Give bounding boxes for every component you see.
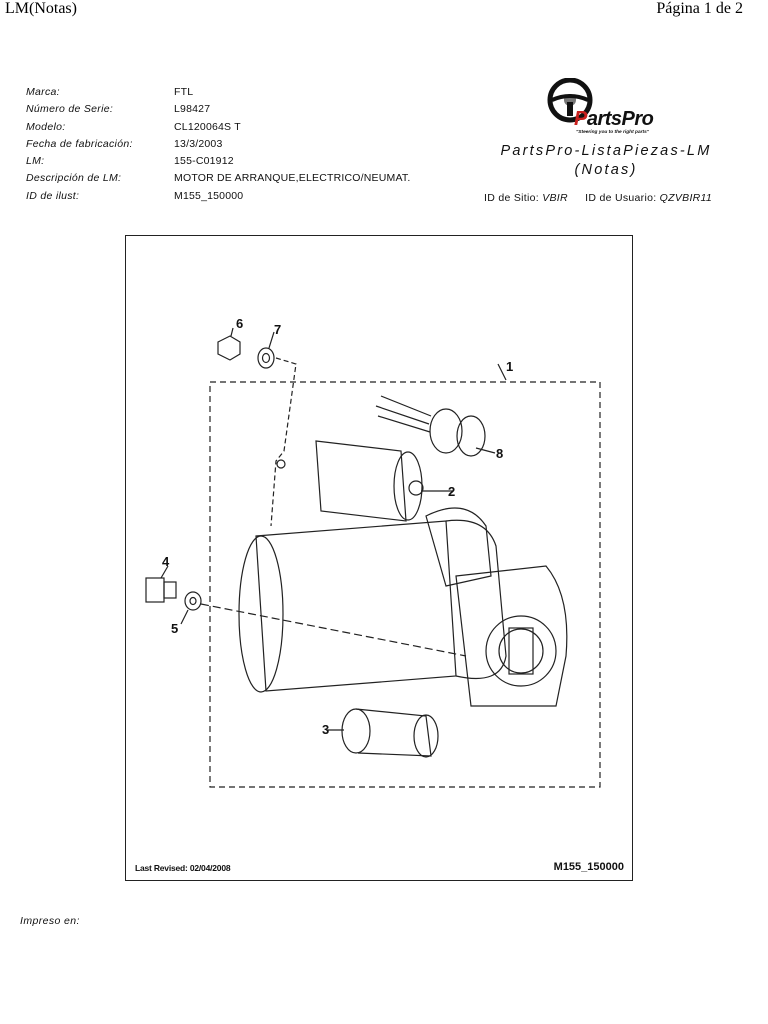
meta-label: LM: — [26, 155, 45, 168]
meta-label: Marca: — [26, 86, 60, 98]
title-line-2: (Notas) — [574, 162, 638, 178]
illustration-id: M155_150000 — [553, 861, 624, 873]
meta-label: Número de Serie: — [26, 103, 114, 116]
parts-illustration: 6 7 1 8 2 3 4 5 Last Revised: 02/04/2008… — [125, 235, 633, 881]
logo-word-rest: artsPro — [586, 108, 654, 130]
meta-label: ID de ilust: — [26, 189, 80, 202]
meta-value: 13/3/2003 — [174, 137, 223, 150]
meta-row-fecha: Fecha de fabricación: 13/3/2003 — [26, 138, 410, 155]
logo-tagline: "Steering you to the right parts" — [576, 130, 650, 135]
user-id-label: ID de Usuario: — [585, 192, 657, 204]
meta-row-modelo: Modelo: CL120064S T — [26, 121, 410, 138]
callout-7: 7 — [274, 322, 281, 337]
callout-3: 3 — [322, 722, 329, 737]
meta-row-ilust: ID de ilust: M155_150000 — [26, 190, 410, 207]
metadata-table: Marca: FTL Número de Serie: L98427 Model… — [26, 86, 410, 207]
meta-row-descripcion: Descripción de LM: MOTOR DE ARRANQUE,ELE… — [26, 172, 410, 189]
callout-8: 8 — [496, 446, 503, 461]
page-header-title: LM(Notas) — [5, 0, 77, 17]
meta-value: MOTOR DE ARRANQUE,ELECTRICO/NEUMAT. — [174, 172, 411, 185]
logo-wordmark: PartsPro — [574, 108, 654, 131]
meta-row-marca: Marca: FTL — [26, 86, 410, 103]
site-id-label: ID de Sitio: — [484, 192, 539, 204]
meta-label: Modelo: — [26, 120, 66, 133]
document-title: PartsPro-ListaPiezas-LM (Notas) — [478, 142, 734, 180]
meta-value: 155-C01912 — [174, 155, 234, 168]
site-user-line: ID de Sitio: VBIR ID de Usuario: QZVBIR1… — [484, 192, 726, 204]
callout-1: 1 — [506, 359, 513, 374]
meta-value: M155_150000 — [174, 189, 244, 202]
printed-on-label: Impreso en: — [20, 915, 80, 927]
title-line-1: PartsPro-ListaPiezas-LM — [500, 143, 712, 159]
site-id-value: VBIR — [542, 192, 568, 204]
callout-4: 4 — [162, 554, 170, 569]
callout-5: 5 — [171, 621, 178, 636]
last-revised-date: Last Revised: 02/04/2008 — [135, 863, 231, 873]
page-number: Página 1 de 2 — [656, 0, 743, 17]
meta-value: CL120064S T — [174, 120, 241, 133]
meta-label: Fecha de fabricación: — [26, 137, 133, 150]
logo-letter-p: P — [574, 108, 587, 130]
user-id-value: QZVBIR11 — [659, 192, 713, 204]
meta-row-lm: LM: 155-C01912 — [26, 155, 410, 172]
starter-motor-drawing-icon: 6 7 1 8 2 3 4 5 — [145, 316, 601, 788]
meta-value: FTL — [174, 86, 194, 98]
meta-label: Descripción de LM: — [26, 172, 122, 185]
partspro-logo-icon — [547, 78, 593, 123]
callout-6: 6 — [236, 316, 243, 331]
meta-value: L98427 — [174, 103, 211, 116]
meta-row-serie: Número de Serie: L98427 — [26, 103, 410, 120]
callout-2: 2 — [448, 484, 455, 499]
